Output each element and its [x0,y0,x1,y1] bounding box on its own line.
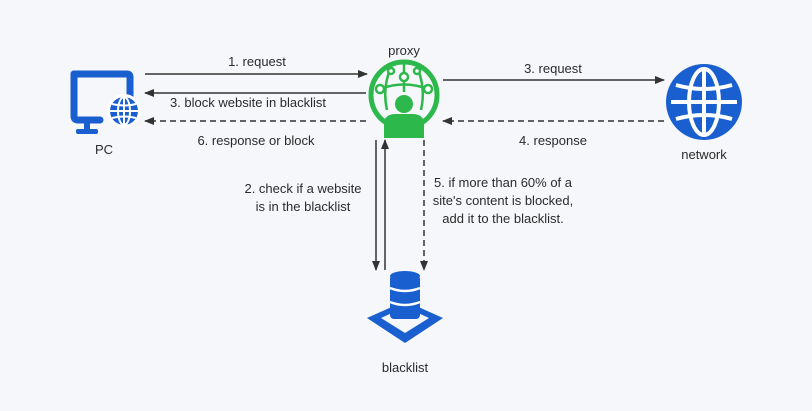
proxy-label: proxy [388,43,420,58]
edge-request-to-network: 3. request [443,61,665,84]
network-node: network [666,64,742,162]
edge-response-to-proxy: 4. response [442,117,664,148]
edge-add-blacklist: 5. if more than 60% of a site's content … [420,140,574,271]
edge-response-to-pc: 6. response or block [144,117,366,148]
edge-request-to-proxy-label: 1. request [228,54,286,69]
globe-icon [666,64,742,140]
proxy-user-globe-icon [368,59,440,138]
edge-block-to-pc-label: 3. block website in blacklist [170,95,326,110]
edge-check-blacklist-label-line-2: is in the blacklist [256,199,351,214]
blacklist-node: blacklist [367,271,443,375]
edge-add-blacklist-label-line-1: 5. if more than 60% of a [434,175,573,190]
computer-globe-icon [70,70,141,134]
edge-request-to-network-label: 3. request [524,61,582,76]
edge-response-to-pc-label: 6. response or block [197,133,315,148]
edge-request-to-proxy: 1. request [145,54,368,78]
edge-add-blacklist-label-line-3: add it to the blacklist. [442,211,563,226]
edge-add-blacklist-label-line-2: site's content is blocked, [433,193,574,208]
edge-check-blacklist-label-line-1: 2. check if a website [244,181,361,196]
network-label: network [681,147,727,162]
database-stack-icon [367,271,443,343]
pc-node: PC [70,70,141,157]
edge-block-to-pc: 3. block website in blacklist [144,89,366,110]
edge-response-to-proxy-label: 4. response [519,133,587,148]
pc-label: PC [95,142,113,157]
edge-check-blacklist: 2. check if a website is in the blacklis… [244,139,389,271]
proxy-node: proxy [368,43,440,138]
blacklist-label: blacklist [382,360,429,375]
